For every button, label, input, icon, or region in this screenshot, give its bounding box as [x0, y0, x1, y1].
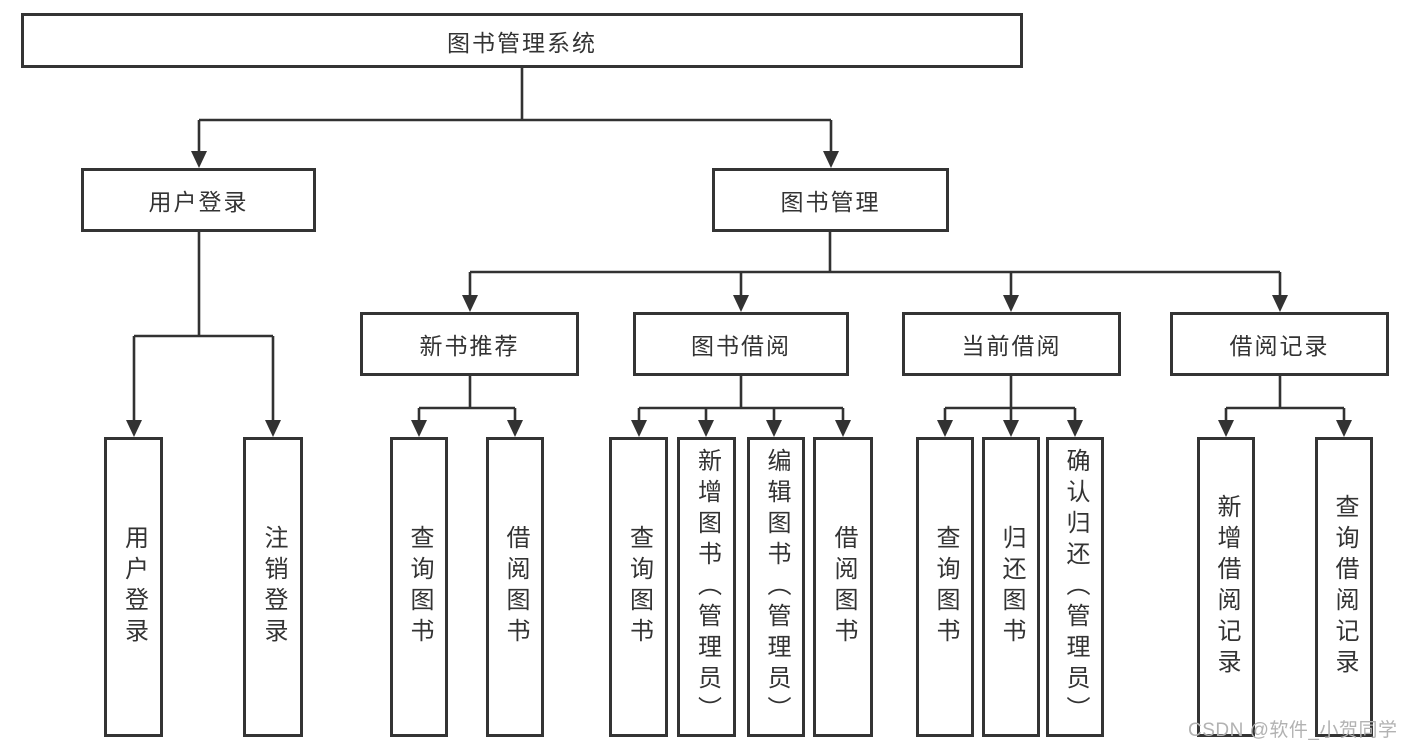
edge-book-borrow — [637, 376, 845, 422]
leaf-borrow-books-borrowing: 借阅图书 — [813, 437, 873, 737]
arrow-down-icon — [698, 420, 714, 437]
arrow-down-icon — [733, 295, 749, 312]
arrow-down-icon — [1336, 420, 1352, 437]
arrow-down-icon — [411, 420, 427, 437]
arrow-down-icon — [766, 420, 782, 437]
leaf-borrow-books-recommend: 借阅图书 — [486, 437, 544, 737]
node-borrowing-records: 借阅记录 — [1170, 312, 1389, 376]
leaf-query-books-recommend: 查询图书 — [390, 437, 448, 737]
leaf-edit-books-admin: 编辑图书（管理员） — [747, 437, 805, 737]
leaf-logout-login: 注销登录 — [243, 437, 303, 737]
csdn-watermark: CSDN @软件_小贺同学 — [1188, 720, 1398, 741]
node-new-book-recommend: 新书推荐 — [360, 312, 579, 376]
node-current-borrowing: 当前借阅 — [902, 312, 1121, 376]
leaf-add-books-admin: 新增图书（管理员） — [677, 437, 736, 737]
edge-book-mgmt — [468, 232, 1282, 297]
leaf-query-books-borrowing: 查询图书 — [609, 437, 668, 737]
arrow-down-icon — [507, 420, 523, 437]
edge-cur-borrow — [943, 376, 1077, 422]
arrow-down-icon — [126, 420, 142, 437]
arrow-down-icon — [462, 295, 478, 312]
leaf-query-books-current: 查询图书 — [916, 437, 974, 737]
edge-borrow-rec — [1224, 376, 1346, 422]
arrow-down-icon — [937, 420, 953, 437]
edge-user-login — [132, 232, 275, 422]
node-book-borrowing: 图书借阅 — [633, 312, 849, 376]
edge-new-book — [417, 376, 517, 422]
arrow-down-icon — [1003, 420, 1019, 437]
leaf-confirm-return-admin: 确认归还（管理员） — [1046, 437, 1104, 737]
node-system-root: 图书管理系统 — [21, 13, 1023, 68]
arrow-down-icon — [835, 420, 851, 437]
arrow-down-icon — [1218, 420, 1234, 437]
leaf-add-borrow-record: 新增借阅记录 — [1197, 437, 1255, 737]
node-user-login: 用户登录 — [81, 168, 316, 232]
arrow-down-icon — [1067, 420, 1083, 437]
edge-root — [197, 68, 833, 153]
leaf-user-login: 用户登录 — [104, 437, 163, 737]
node-book-management: 图书管理 — [712, 168, 949, 232]
arrow-down-icon — [1003, 295, 1019, 312]
leaf-query-borrow-record: 查询借阅记录 — [1315, 437, 1373, 737]
arrow-down-icon — [265, 420, 281, 437]
leaf-return-books: 归还图书 — [982, 437, 1040, 737]
arrow-down-icon — [823, 151, 839, 168]
arrow-down-icon — [1272, 295, 1288, 312]
arrow-down-icon — [191, 151, 207, 168]
arrow-down-icon — [631, 420, 647, 437]
